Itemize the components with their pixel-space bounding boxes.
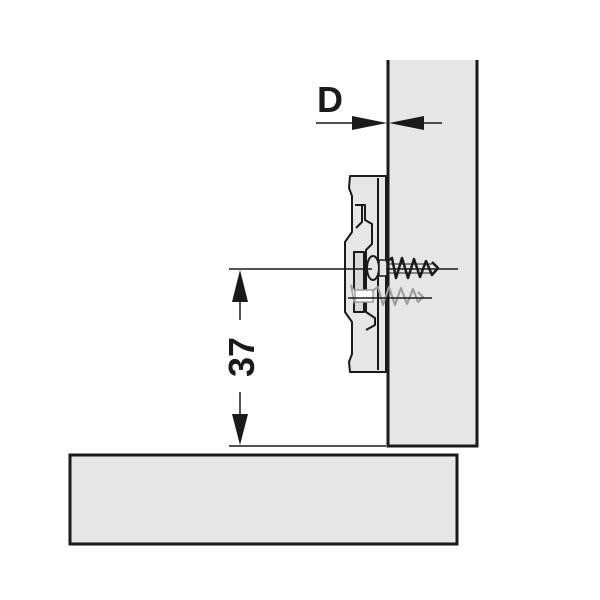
mounting-plate: [344, 175, 387, 373]
dim-37-arrow-down: [232, 414, 248, 445]
side-panel: [386, 60, 479, 448]
dim-37-line: [232, 270, 248, 445]
dim-d-label: D: [317, 79, 343, 120]
upper-screw: [366, 255, 440, 281]
lower-screw: [350, 284, 424, 306]
dim-37-arrow-up: [232, 270, 248, 302]
bottom-panel: [68, 453, 459, 546]
dim-d-line: [316, 116, 442, 130]
dim-37-label: 37: [221, 337, 262, 377]
dim-d-arrow-left: [389, 116, 424, 130]
dim-d-arrow-right: [352, 116, 387, 130]
